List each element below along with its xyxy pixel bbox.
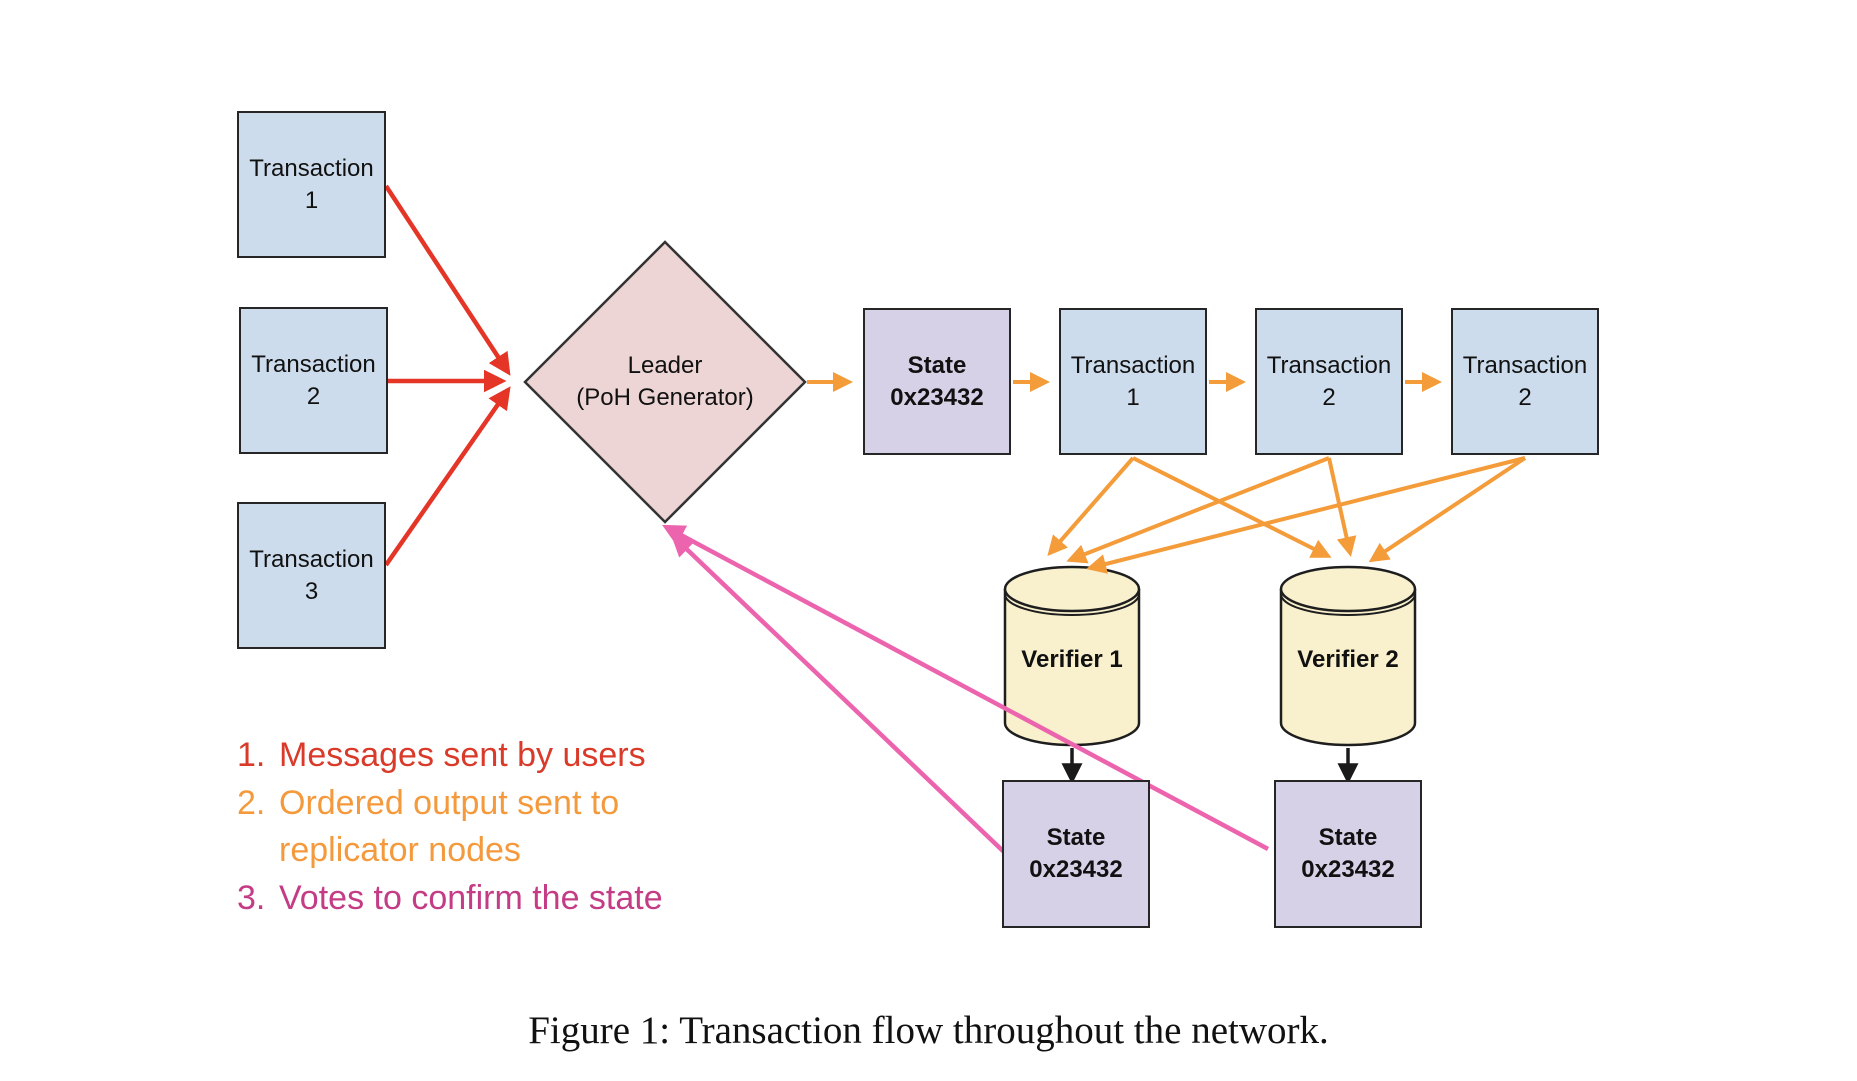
node-transaction-1: Transaction 1 [237,111,386,258]
figure-caption: Figure 1: Transaction flow throughout th… [528,1009,1329,1052]
verifier-2-cylinder-body [1279,589,1417,747]
verifier-2-cylinder-top [1279,565,1417,613]
legend-item-messages: 1. Messages sent by users [237,732,663,780]
pink-arrow-state2-to-leader [662,524,1270,851]
node-transaction-3: Transaction 3 [237,502,386,649]
legend-number-3: 3. [237,878,266,917]
red-arrow-tx1-to-leader [384,184,511,376]
orange-arrow-rowtx1-to-verifier2 [1132,456,1332,558]
node-state-verifier1: State 0x23432 [1002,780,1150,928]
node-row-transaction-2b: Transaction 2 [1451,308,1599,455]
orange-arrow-rowtx2-to-verifier2 [1327,457,1357,557]
verifier-2-cylinder [1279,565,1417,747]
legend-text-3: Votes to confirm the state [279,878,663,917]
orange-arrow-rowtx1-to-verifier1 [1047,456,1135,557]
verifier-1-cylinder-top [1003,565,1141,613]
verifier-1-label: Verifier 1 [1021,646,1123,674]
legend-item-ordered-output: 2. Ordered output sent to replicator nod… [237,780,663,875]
pink-arrow-state1-to-leader [670,533,1006,854]
node-row-transaction-1: Transaction 1 [1059,308,1207,455]
legend-text-2: Ordered output sent to replicator nodes [279,783,620,870]
verifier-2-cylinder-rim [1280,593,1416,616]
orange-arrow-rowtx2b-to-verifier1 [1086,456,1526,574]
node-transaction-2: Transaction 2 [239,307,388,454]
red-arrow-tx3-to-leader [384,386,511,567]
node-state-top: State 0x23432 [863,308,1011,455]
leader-diamond [523,240,807,524]
verifier-1-cylinder-rim [1004,593,1140,616]
legend: 1. Messages sent by users 2. Ordered out… [237,732,663,922]
verifier-2-label: Verifier 2 [1297,646,1399,674]
node-state-verifier2: State 0x23432 [1274,780,1422,928]
orange-arrow-rowtx2-to-verifier1 [1066,456,1330,564]
legend-number-2: 2. [237,783,266,822]
legend-number-1: 1. [237,736,266,774]
orange-arrow-rowtx2b-to-verifier2 [1368,456,1527,563]
legend-item-votes: 3. Votes to confirm the state [237,875,663,923]
leader-diamond-label: Leader (PoH Generator) [576,352,754,411]
legend-text-1: Messages sent by users [279,736,646,774]
verifier-1-cylinder [1003,565,1141,747]
node-row-transaction-2: Transaction 2 [1255,308,1403,455]
